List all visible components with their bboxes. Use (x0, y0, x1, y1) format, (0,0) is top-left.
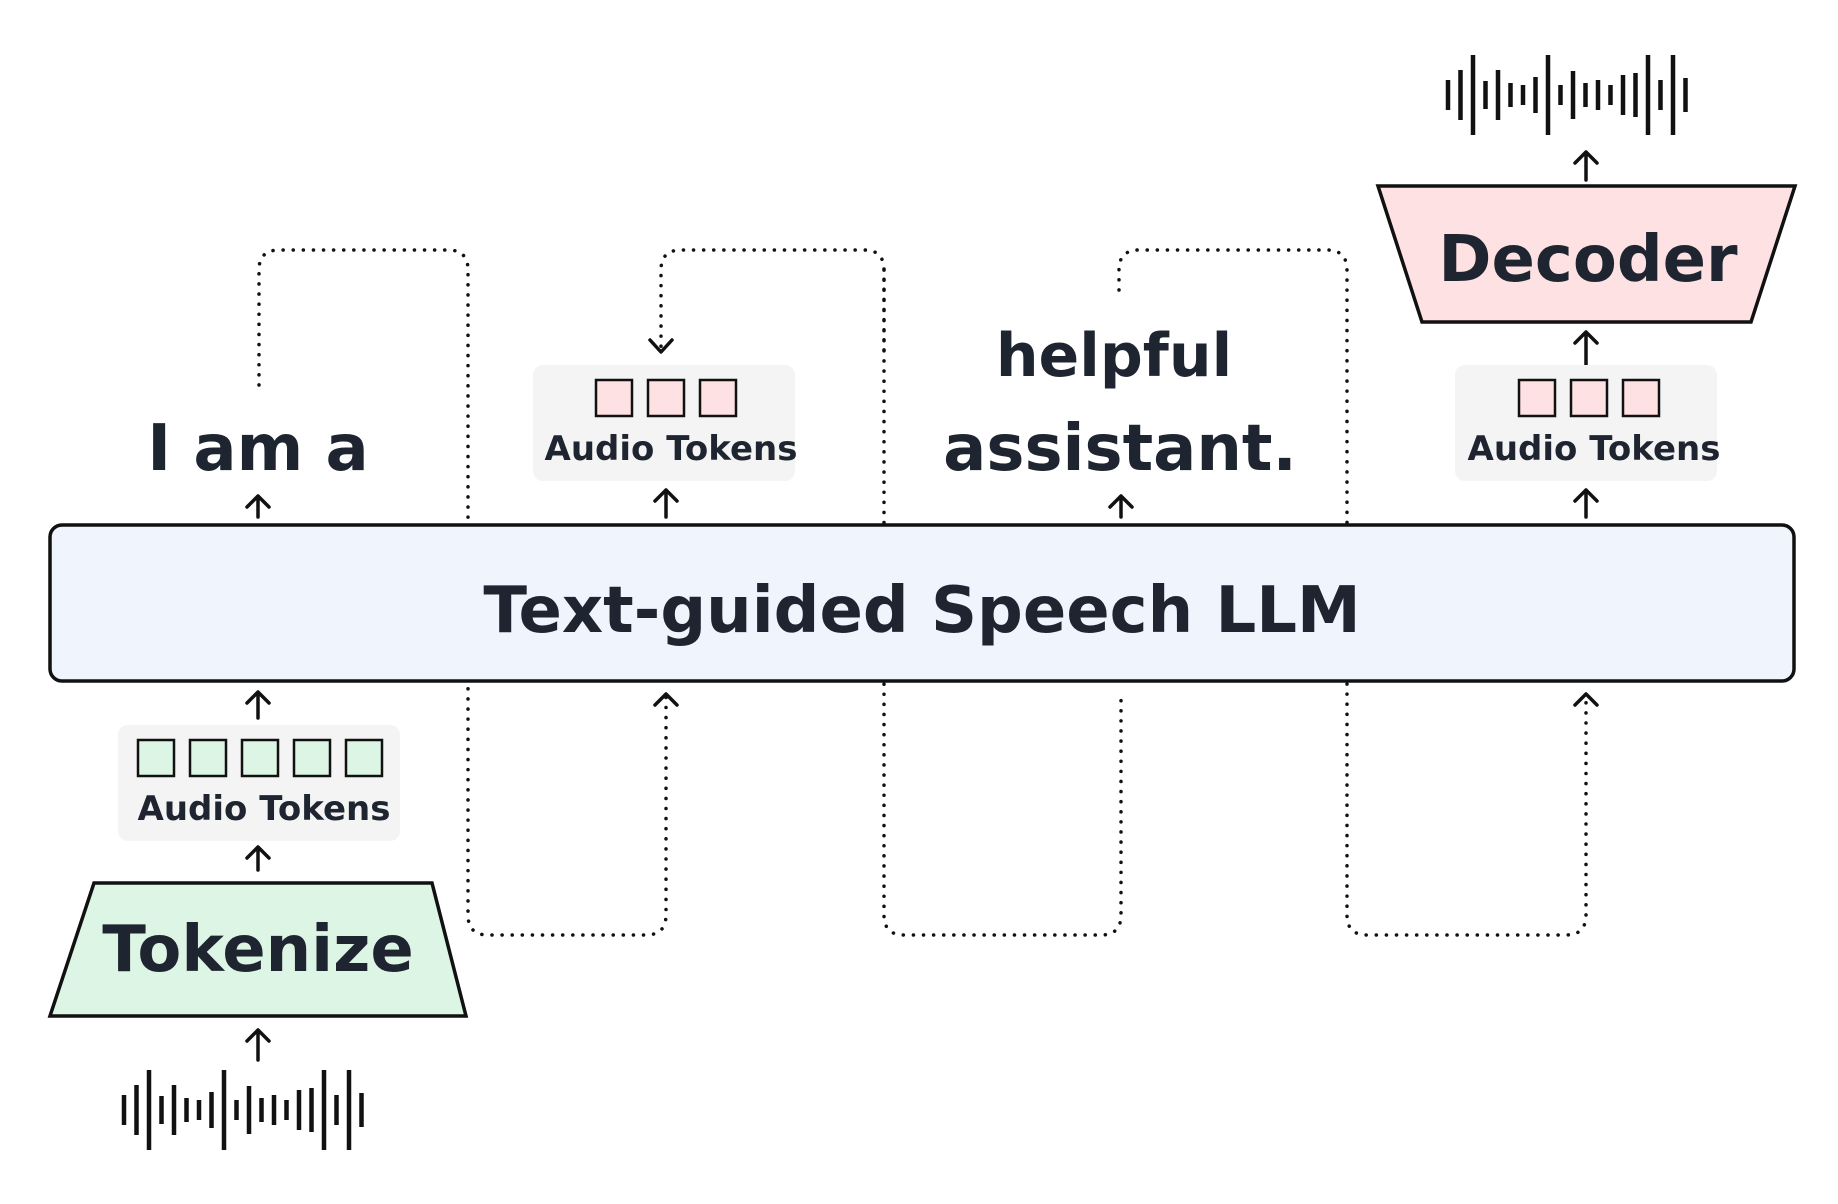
audio-token-square (136, 738, 176, 778)
output-token-squares-2 (1517, 378, 1661, 418)
arrow-up-icon (245, 1028, 271, 1062)
flow-path-2 (659, 248, 886, 352)
arrow-up-icon (1573, 488, 1599, 519)
audio-token-square (1621, 378, 1661, 418)
arrow-up-icon (1573, 150, 1599, 182)
arrow-up-icons (245, 150, 1599, 1062)
arrow-up-icon (245, 494, 271, 519)
output-audio-tokens-label-2: Audio Tokens (1468, 429, 1721, 469)
decoder-label: Decoder (1438, 223, 1738, 297)
audio-token-square (646, 378, 686, 418)
text-output-1: I am a (147, 412, 368, 486)
arrow-up-icon (245, 690, 271, 720)
input-audio-tokens-label: Audio Tokens (138, 789, 391, 829)
llm-label: Text-guided Speech LLM (483, 574, 1360, 648)
audio-token-square (594, 378, 634, 418)
input-token-squares (136, 738, 384, 778)
output-waveform-icon (1445, 55, 1688, 135)
output-audio-tokens-label-1: Audio Tokens (545, 429, 798, 469)
audio-token-square (698, 378, 738, 418)
llm-block (48, 523, 1796, 683)
arrow-down-icon (648, 338, 674, 354)
audio-token-square (188, 738, 228, 778)
audio-token-square (344, 738, 384, 778)
audio-token-square (240, 738, 280, 778)
tokenize-block (47, 881, 469, 1018)
tokenize-label: Tokenize (102, 913, 414, 987)
arrow-up-icon (1573, 330, 1599, 369)
text-output-2-line1: helpful (996, 321, 1232, 391)
flow-path-3 (882, 268, 1123, 937)
output-token-squares-1 (594, 378, 738, 418)
input-waveform-icon (121, 1070, 364, 1150)
arrow-up-icon (653, 488, 679, 519)
arrow-up-icon (1108, 494, 1134, 519)
arrow-up-icon (1573, 692, 1599, 707)
arrow-up-icon (653, 692, 679, 707)
audio-token-square (1569, 378, 1609, 418)
arrow-up-icon (245, 845, 271, 872)
audio-token-square (1517, 378, 1557, 418)
text-output-2-line2: assistant. (943, 412, 1297, 486)
audio-token-square (292, 738, 332, 778)
decoder-block (1375, 184, 1798, 324)
